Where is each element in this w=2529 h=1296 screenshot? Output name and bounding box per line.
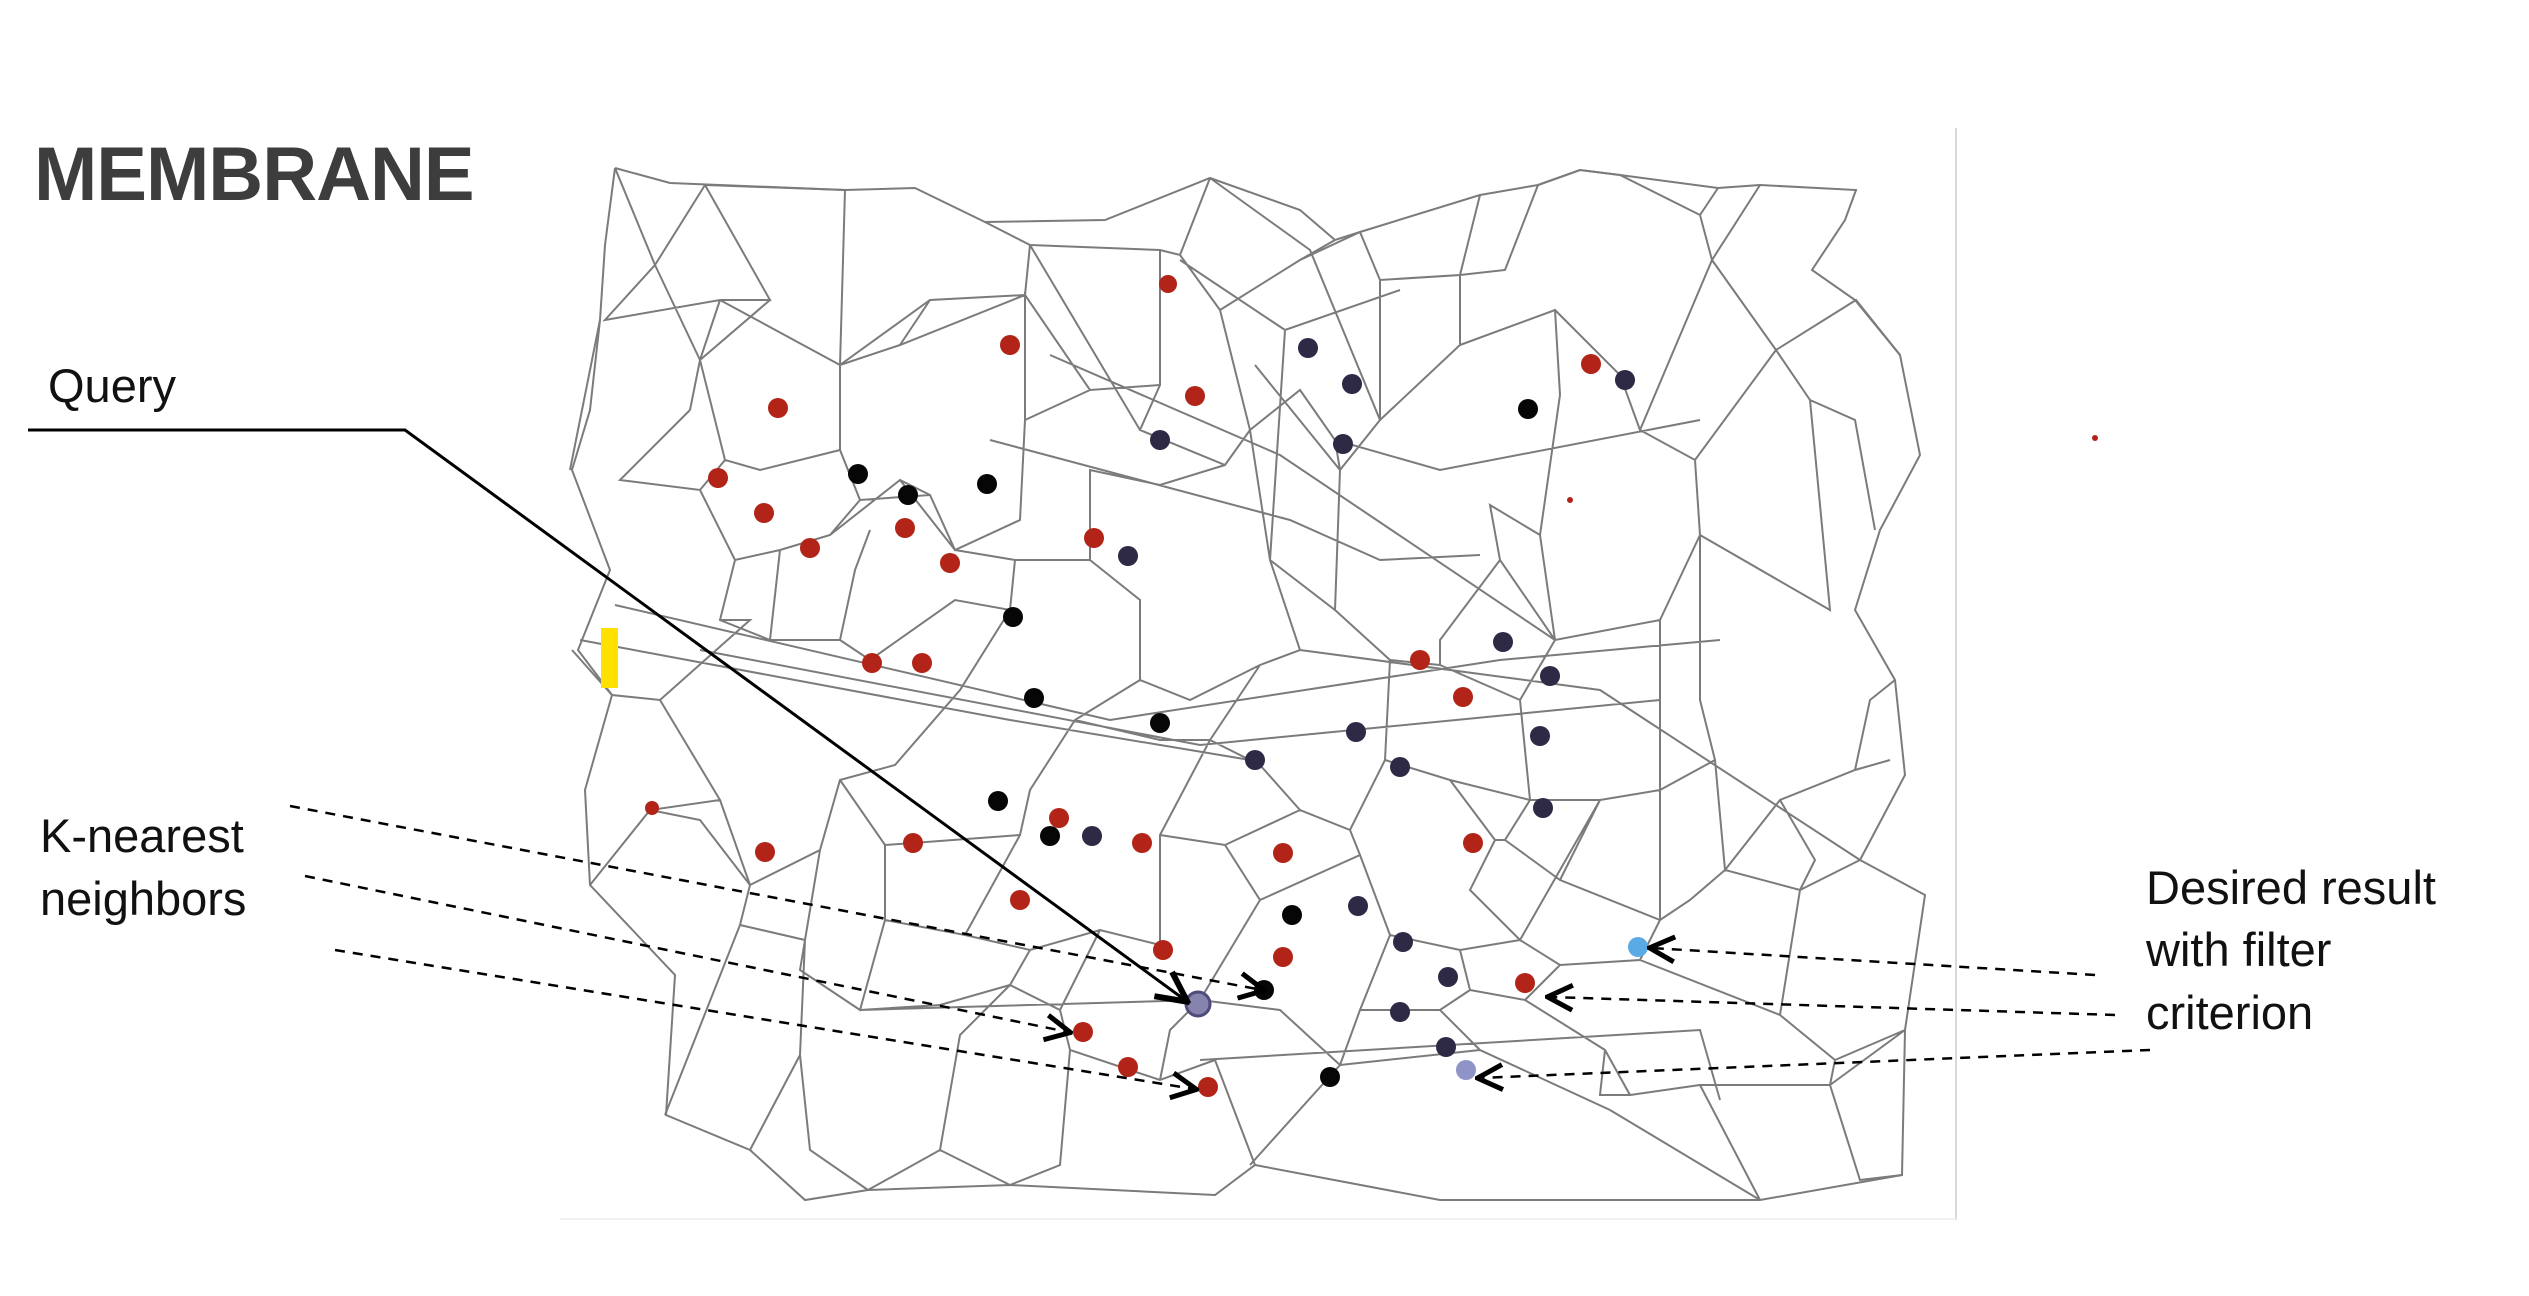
navy-node [1615, 370, 1635, 390]
black-node [898, 485, 918, 505]
red-node [1273, 843, 1293, 863]
red-node [768, 398, 788, 418]
navy-node [1436, 1037, 1456, 1057]
red-node [1118, 1057, 1138, 1077]
black-node [1024, 688, 1044, 708]
black-node [977, 474, 997, 494]
red-node [1159, 275, 1177, 293]
red-node [708, 468, 728, 488]
red-node [1463, 833, 1483, 853]
navy-node [1150, 430, 1170, 450]
navy-node [1348, 896, 1368, 916]
knn-arrows [289, 804, 1262, 1089]
navy-node [1342, 374, 1362, 394]
black-node [1518, 399, 1538, 419]
navy-node [1346, 722, 1366, 742]
red-node [755, 842, 775, 862]
black-node [988, 791, 1008, 811]
knn-label-line-2: neighbors [40, 872, 246, 925]
red-node-group [645, 275, 2098, 1097]
query-leader-arrow [28, 428, 1185, 1000]
blue-result-node [1628, 937, 1648, 957]
red-node [1049, 808, 1069, 828]
navy-node [1533, 798, 1553, 818]
desired-result-label: Desired result with filter criterion [2145, 861, 2449, 1039]
black-node [848, 464, 868, 484]
red-node [912, 653, 932, 673]
red-node [1010, 890, 1030, 910]
desired-label-line-2: with filter [2145, 923, 2331, 976]
black-node [1320, 1067, 1340, 1087]
red-node [1453, 687, 1473, 707]
red-node [1581, 354, 1601, 374]
navy-node [1393, 932, 1413, 952]
red-node [1153, 940, 1173, 960]
lavender-result-node [1456, 1060, 1476, 1080]
desired-label-line-1: Desired result [2146, 861, 2436, 914]
graph-nodes [645, 275, 2098, 1097]
navy-node [1540, 666, 1560, 686]
desired-arrow-3 [1480, 1048, 2151, 1078]
navy-node [1118, 546, 1138, 566]
knn-arrow-2 [304, 874, 1068, 1032]
query-label: Query [48, 359, 176, 412]
navy-node-group [1082, 338, 1635, 1057]
black-node [1254, 980, 1274, 1000]
navy-node [1530, 726, 1550, 746]
page-title: MEMBRANE [34, 132, 474, 217]
navy-node [1493, 632, 1513, 652]
knn-arrow-1 [289, 804, 1262, 990]
red-node [1084, 528, 1104, 548]
navy-node [1245, 750, 1265, 770]
red-node [1515, 973, 1535, 993]
navy-node [1390, 1002, 1410, 1022]
red-node [1410, 650, 1430, 670]
black-node [1003, 607, 1023, 627]
red-node [1185, 386, 1205, 406]
red-node [903, 833, 923, 853]
navy-node [1390, 757, 1410, 777]
desired-arrow-2 [1550, 997, 2116, 1017]
desired-arrow-1 [1652, 948, 2096, 977]
red-node [1073, 1022, 1093, 1042]
red-node-small [2092, 435, 2098, 441]
red-node [1132, 833, 1152, 853]
red-node [1198, 1077, 1218, 1097]
knn-label: K-nearest neighbors [40, 809, 257, 925]
red-node [645, 801, 659, 815]
query-node [1184, 990, 1212, 1018]
black-node [1150, 713, 1170, 733]
navy-node [1082, 826, 1102, 846]
knn-arrow-3 [334, 948, 1194, 1089]
red-node [1000, 335, 1020, 355]
black-node [1282, 905, 1302, 925]
graph-mesh [569, 167, 1927, 1202]
navy-node [1438, 967, 1458, 987]
desired-arrows [1480, 948, 2151, 1078]
red-node [895, 518, 915, 538]
red-node-small [1567, 497, 1573, 503]
red-node [1273, 947, 1293, 967]
navy-node [1333, 434, 1353, 454]
red-node [754, 503, 774, 523]
red-node [940, 553, 960, 573]
yellow-highlight-marker [601, 628, 618, 688]
black-node [1040, 826, 1060, 846]
red-node [862, 653, 882, 673]
desired-label-line-3: criterion [2146, 986, 2313, 1039]
knn-label-line-1: K-nearest [40, 809, 244, 862]
navy-node [1298, 338, 1318, 358]
mesh-boundary [570, 167, 1927, 1202]
red-node [800, 538, 820, 558]
